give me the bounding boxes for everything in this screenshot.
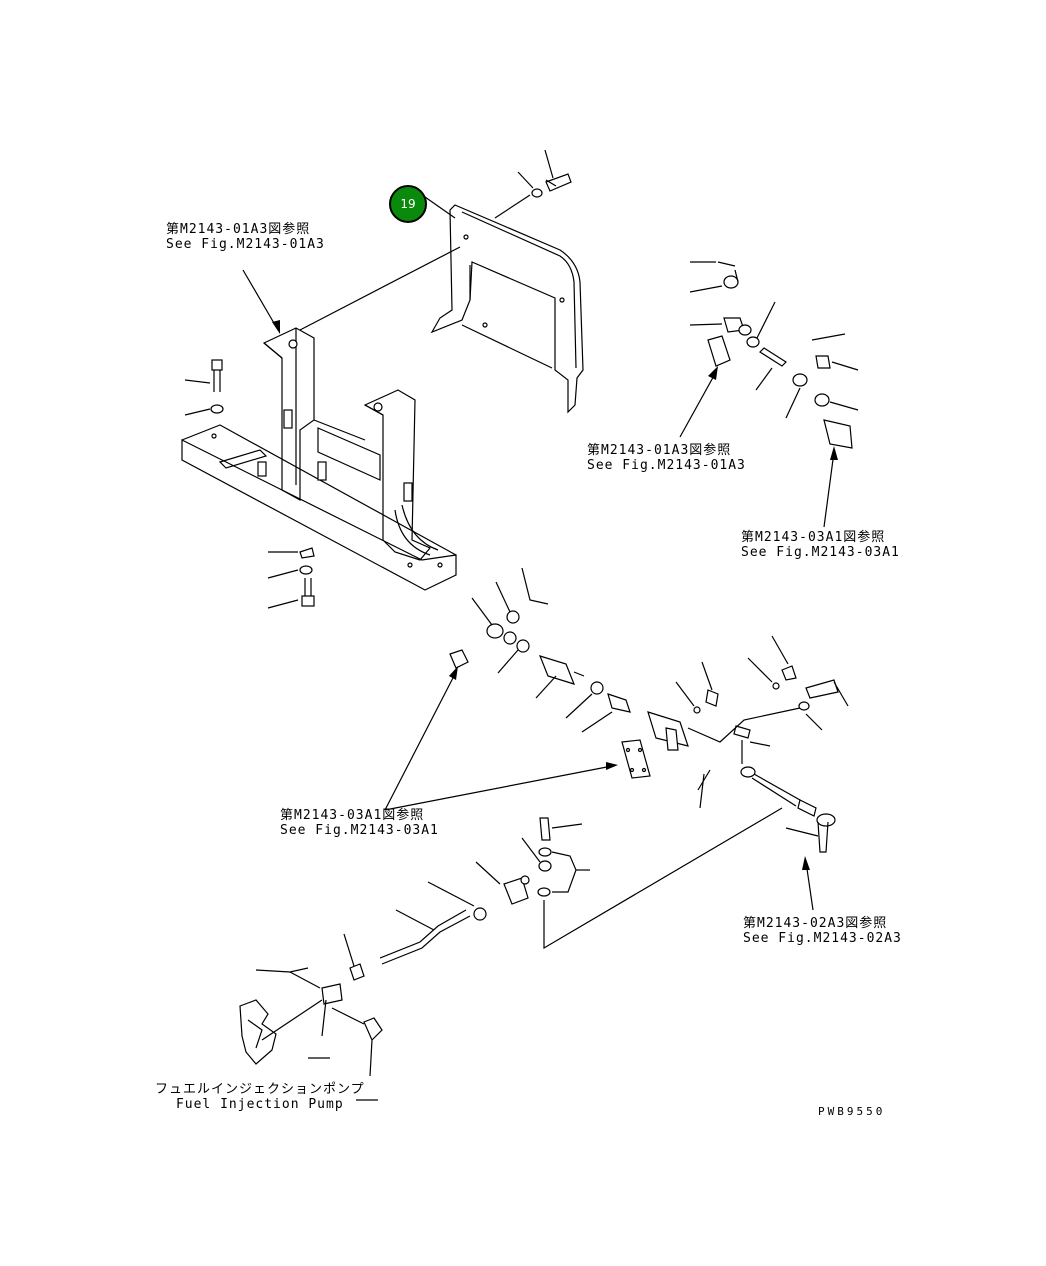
mounting-plate [621,739,651,779]
ref-label-jp: 第M2143-01A3図参照 [587,443,732,458]
pump-label: フュエルインジェクションポンプ Fuel Injection Pump [155,1082,365,1112]
ref-label-en: See Fig.M2143-01A3 [166,237,325,252]
pump-label-en: Fuel Injection Pump [175,1097,344,1112]
ref-label-m2143-03a1-center: 第M2143-03A1図参照 See Fig.M2143-03A1 [280,808,439,838]
ref-label-m2143-01a3-right: 第M2143-01A3図参照 See Fig.M2143-01A3 [587,443,746,473]
ref-label-jp: 第M2143-01A3図参照 [166,222,311,237]
ref-label-en: See Fig.M2143-01A3 [587,458,746,473]
ref-label-m2143-02a3: 第M2143-02A3図参照 See Fig.M2143-02A3 [743,916,902,946]
ref-label-jp: 第M2143-03A1図参照 [280,808,425,823]
ref-label-en: See Fig.M2143-03A1 [741,545,900,560]
upper-right-linkage [689,261,859,449]
ref-label-m2143-03a1-right: 第M2143-03A1図参照 See Fig.M2143-03A1 [741,530,900,560]
central-linkage [449,567,849,853]
frame-bracket [181,327,457,591]
lower-linkage [255,807,783,1077]
ref-label-jp: 第M2143-03A1図参照 [741,530,886,545]
ref-label-en: See Fig.M2143-03A1 [280,823,439,838]
cover-panel [430,204,584,414]
ref-label-jp: 第M2143-02A3図参照 [743,916,888,931]
callout-19[interactable]: 19 [389,185,427,223]
drawing-code: PWB9550 [818,1105,886,1118]
ref-label-m2143-01a3-left: 第M2143-01A3図参照 See Fig.M2143-01A3 [166,222,325,252]
panel-bolt [517,149,572,198]
pump-lever [239,999,378,1101]
frame-bolt-lower [267,547,315,609]
pump-label-jp: フュエルインジェクションポンプ [155,1082,365,1097]
frame-bolt-upper [184,359,224,416]
ref-label-en: See Fig.M2143-02A3 [743,931,902,946]
